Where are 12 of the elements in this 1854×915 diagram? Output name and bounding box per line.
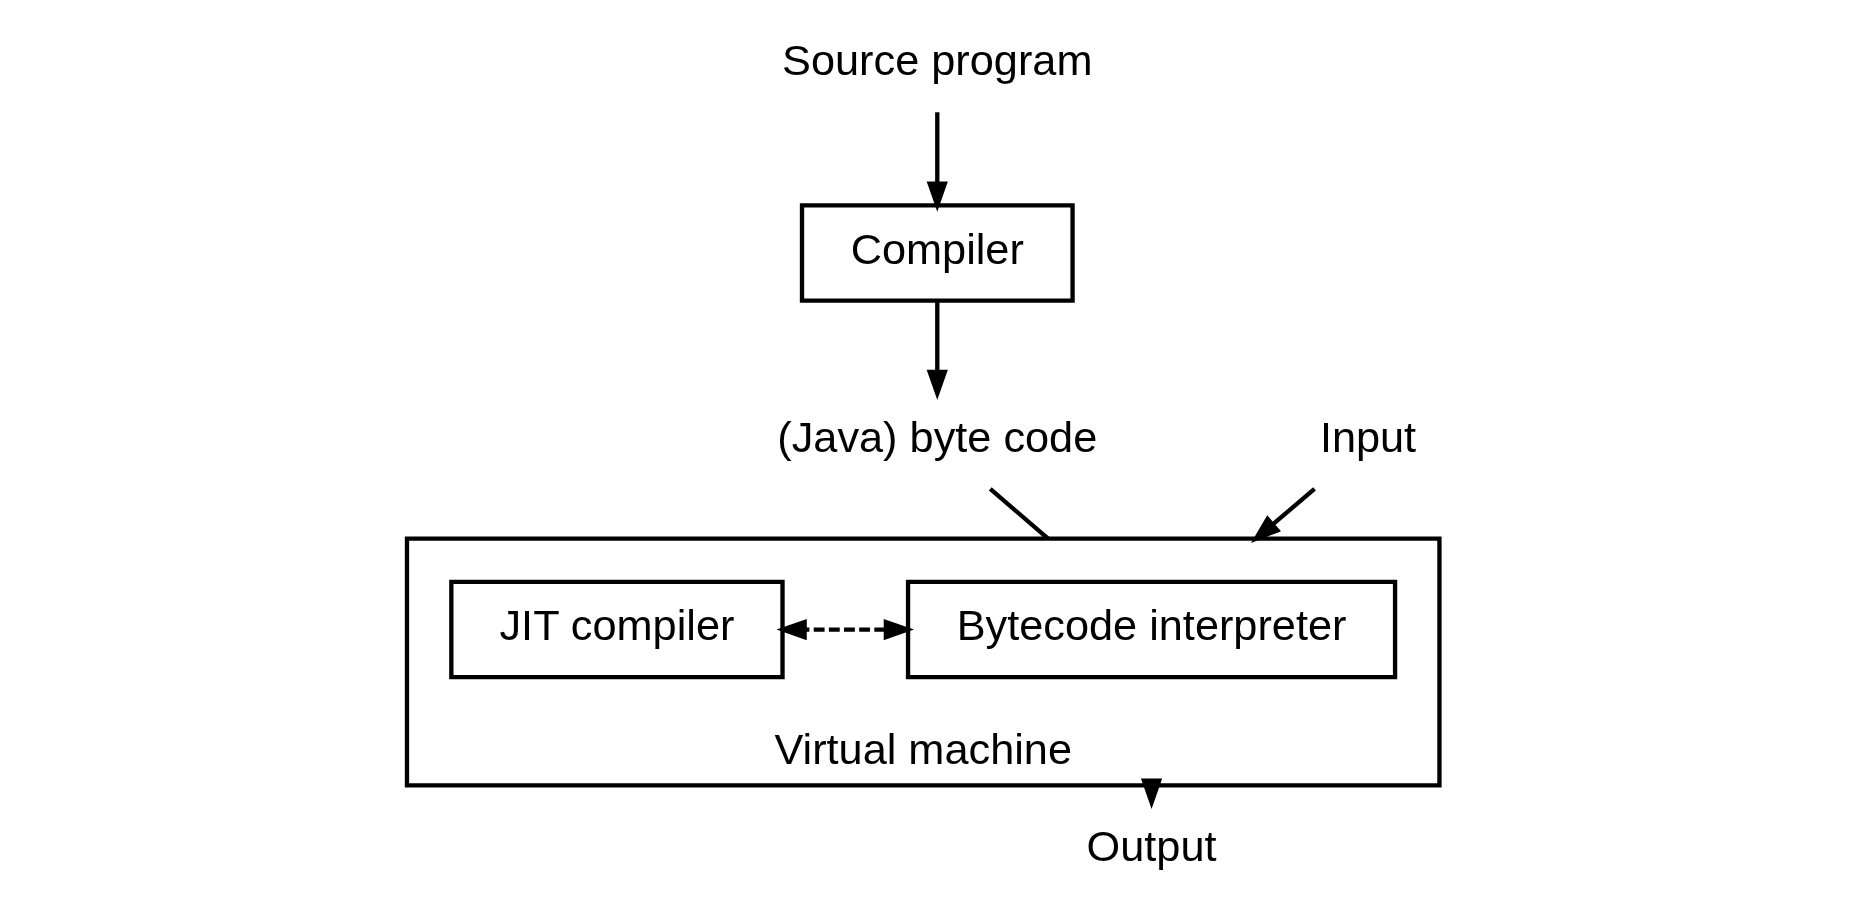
node-text: (Java) byte code bbox=[777, 413, 1098, 462]
arrow bbox=[926, 112, 948, 212]
node-text: Input bbox=[1319, 413, 1417, 462]
node-box: JIT compiler bbox=[449, 579, 785, 680]
arrow bbox=[1140, 778, 1163, 809]
node-text: Source program bbox=[782, 36, 1093, 85]
arrow bbox=[926, 300, 948, 401]
node-box: Bytecode interpreter bbox=[905, 579, 1398, 680]
arrow bbox=[776, 618, 915, 641]
node-text: Output bbox=[1086, 822, 1217, 871]
arrow bbox=[1250, 487, 1316, 543]
node-box: Compiler bbox=[799, 203, 1075, 303]
